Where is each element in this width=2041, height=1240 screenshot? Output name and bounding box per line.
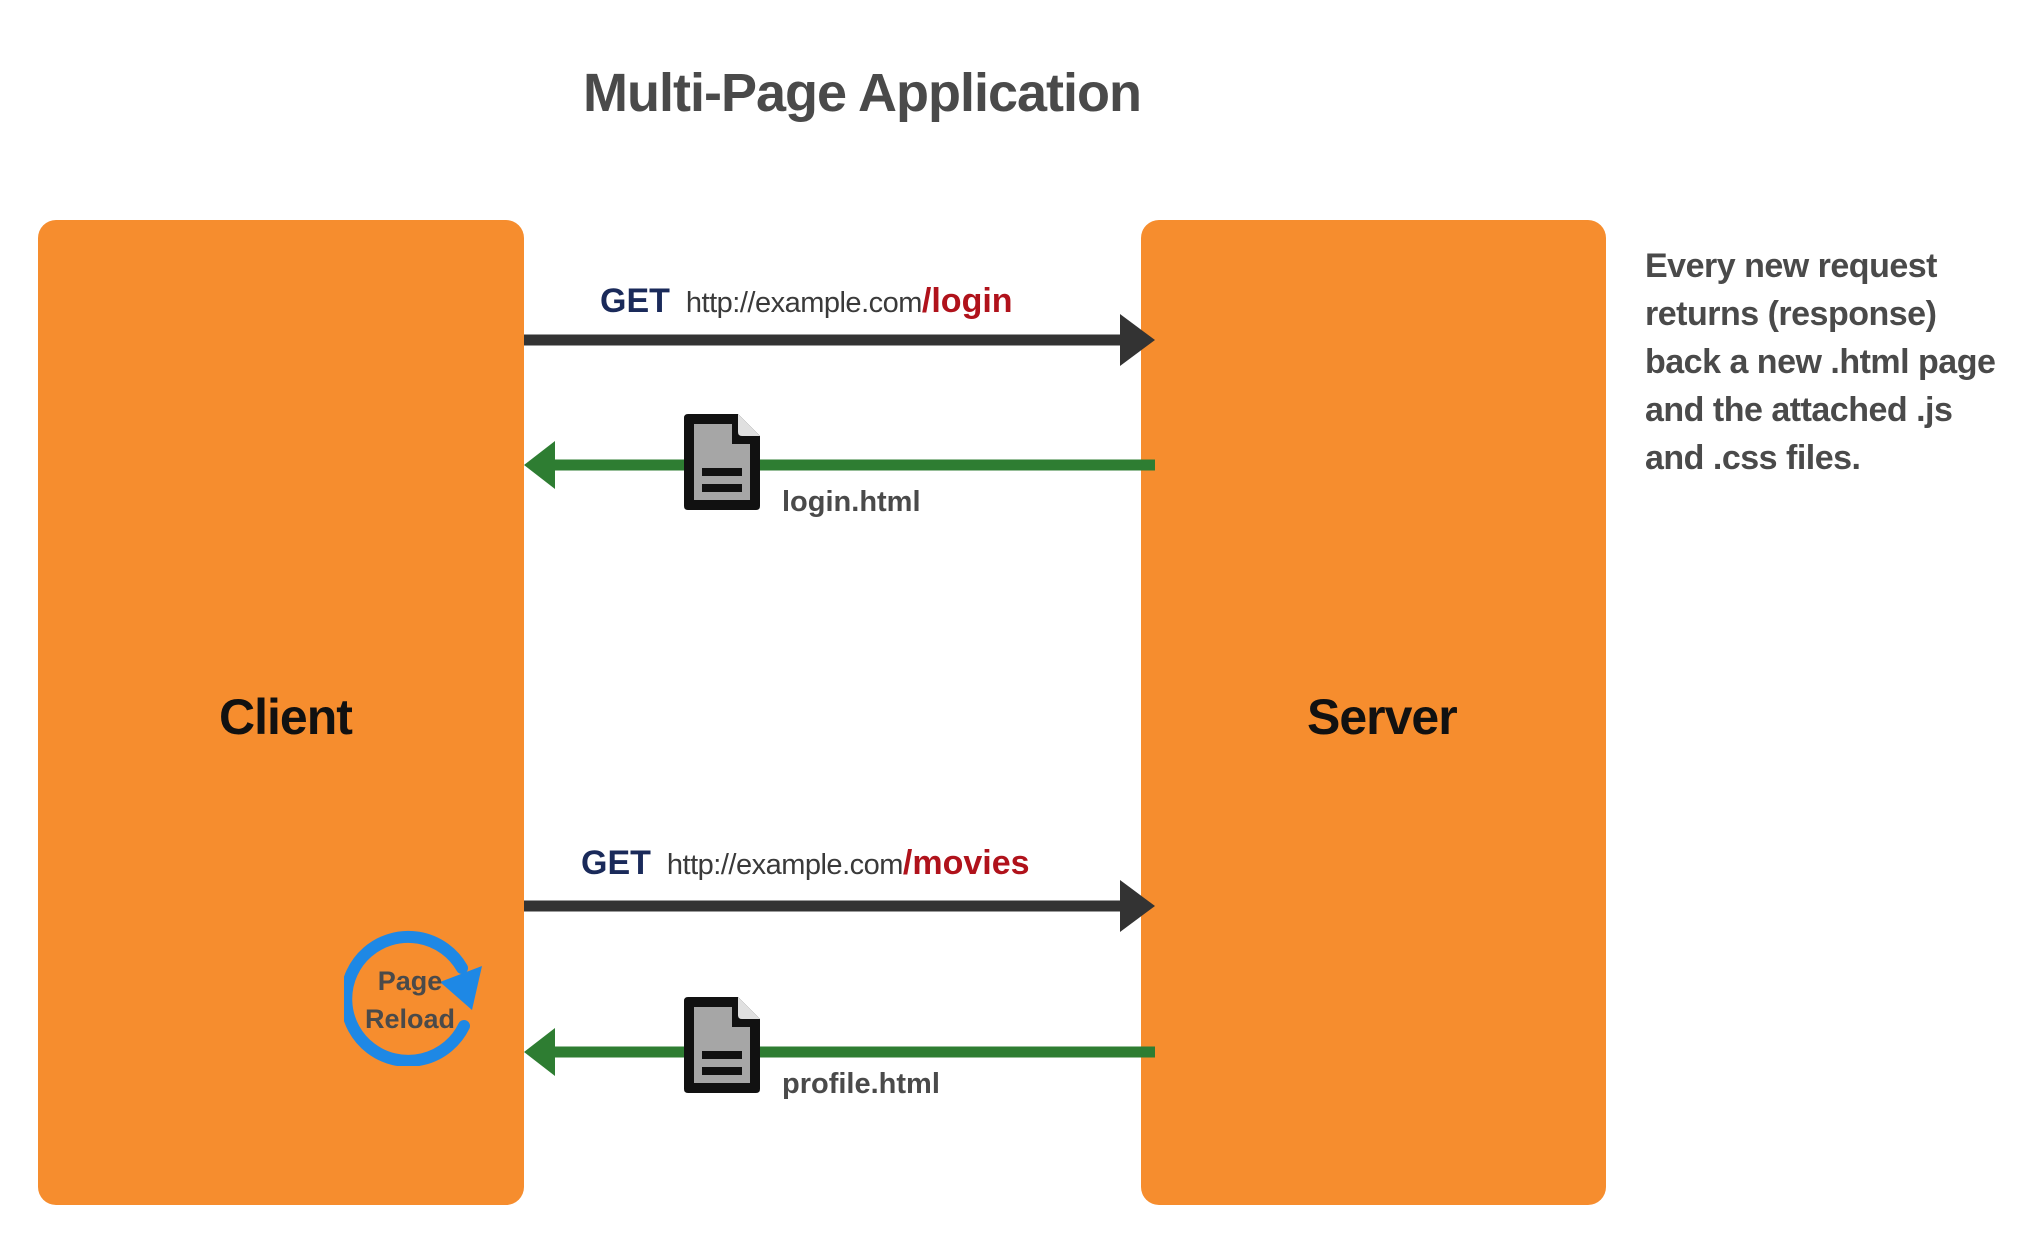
client-label: Client	[219, 689, 353, 745]
response-file-login: login.html	[782, 486, 921, 518]
request-method: GET	[581, 844, 651, 882]
diagram-title: Multi-Page Application	[583, 63, 1142, 123]
page-reload-line2: Reload	[364, 1004, 456, 1034]
document-icon	[684, 414, 760, 510]
server-box	[1141, 220, 1606, 1205]
response-arrow-login	[524, 441, 1155, 489]
client-box	[38, 220, 524, 1205]
request-base-url: http://example.com	[666, 849, 904, 881]
request-path: /movies	[902, 844, 1030, 882]
page-reload-line1: Page	[377, 966, 443, 996]
refresh-icon	[344, 930, 482, 1066]
request-method: GET	[600, 282, 670, 320]
explanation-note: Every new request returns (response) bac…	[1645, 247, 1996, 477]
request-arrow-login	[524, 314, 1155, 366]
page-reload-label: Page Reload	[350, 962, 470, 1038]
response-file-profile: profile.html	[782, 1068, 940, 1100]
response-arrow-profile	[524, 1028, 1155, 1076]
request-path: /login	[921, 282, 1013, 320]
document-icon	[684, 997, 760, 1093]
request-label-movies: GET http://example.com/movies	[581, 844, 1030, 883]
request-label-login: GET http://example.com/login	[600, 282, 1013, 321]
request-base-url: http://example.com	[685, 287, 923, 319]
request-arrow-movies	[524, 880, 1155, 932]
server-label: Server	[1307, 689, 1458, 745]
